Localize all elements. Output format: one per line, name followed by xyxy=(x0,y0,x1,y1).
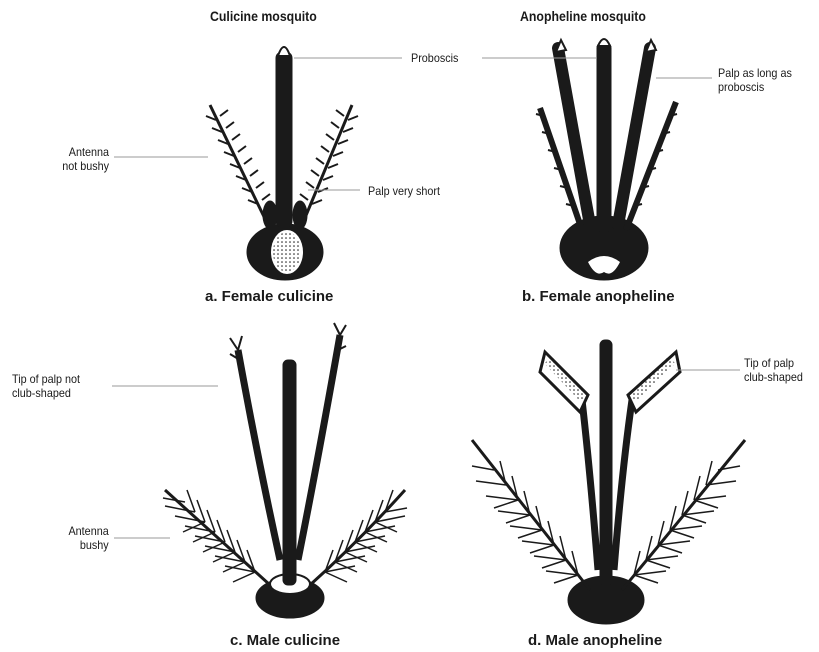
label-antenna-bushy-line1: Antenna xyxy=(69,524,109,538)
label-antenna-not-bushy-line1: Antenna xyxy=(62,145,109,159)
male-culicine-head xyxy=(163,323,407,618)
label-palp-long-line1: Palp as long as xyxy=(718,66,792,80)
label-tip-club-line2: club-shaped xyxy=(744,370,803,384)
female-culicine-head xyxy=(206,47,358,280)
female-anopheline-head xyxy=(536,39,677,280)
label-antenna-not-bushy: Antenna not bushy xyxy=(62,145,109,173)
label-antenna-not-bushy-line2: not bushy xyxy=(62,159,109,173)
label-proboscis: Proboscis xyxy=(411,51,458,65)
caption-a: a. Female culicine xyxy=(205,288,333,305)
caption-b: b. Female anopheline xyxy=(522,288,675,305)
label-palp-long: Palp as long as proboscis xyxy=(718,66,792,94)
caption-d: d. Male anopheline xyxy=(528,632,662,649)
male-anopheline-head xyxy=(472,340,745,624)
label-tip-not-club-line1: Tip of palp not xyxy=(12,372,80,386)
label-tip-not-club: Tip of palp not club-shaped xyxy=(12,372,80,400)
label-tip-club: Tip of palp club-shaped xyxy=(744,356,803,384)
label-antenna-bushy-line2: bushy xyxy=(69,538,109,552)
caption-c: c. Male culicine xyxy=(230,632,340,649)
label-tip-club-line1: Tip of palp xyxy=(744,356,803,370)
label-palp-long-line2: proboscis xyxy=(718,80,792,94)
label-palp-very-short: Palp very short xyxy=(368,184,440,198)
label-tip-not-club-line2: club-shaped xyxy=(12,386,80,400)
label-antenna-bushy: Antenna bushy xyxy=(69,524,109,552)
